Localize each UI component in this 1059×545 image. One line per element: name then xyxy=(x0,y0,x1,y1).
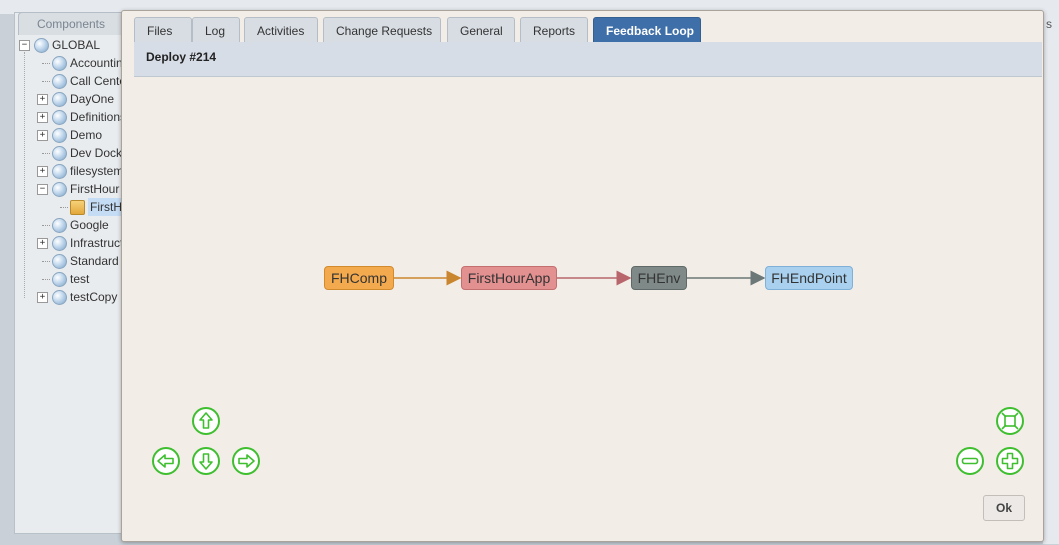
tree-guide-line xyxy=(24,52,25,298)
deploy-title: Deploy #214 xyxy=(146,50,217,64)
globe-icon xyxy=(52,272,67,287)
tree-node-label[interactable]: Demo xyxy=(70,128,103,142)
pan-down-icon[interactable] xyxy=(191,446,221,476)
tree-node-label[interactable]: FirstHour xyxy=(70,182,120,196)
subheader-bar: Deploy #214 xyxy=(134,42,1042,77)
tree-connector xyxy=(42,153,50,154)
ok-button[interactable]: Ok xyxy=(983,495,1025,521)
globe-icon xyxy=(52,146,67,161)
expand-icon[interactable]: + xyxy=(37,292,48,303)
expand-icon[interactable]: + xyxy=(37,94,48,105)
tree-node-label[interactable]: Google xyxy=(70,218,109,232)
tree-node-label[interactable]: Standard xyxy=(70,254,119,268)
graph-edges xyxy=(393,270,766,286)
tree-node-label[interactable]: Definitions xyxy=(70,110,122,124)
tree-node[interactable]: + testCopy xyxy=(18,288,122,306)
node-fhenv[interactable]: FHEnv xyxy=(631,266,687,290)
tab-log[interactable]: Log xyxy=(192,17,240,42)
tree-node[interactable]: Call Center xyxy=(18,72,122,90)
right-text-fragment: s xyxy=(1046,17,1052,31)
expand-icon[interactable]: + xyxy=(37,112,48,123)
globe-icon xyxy=(52,56,67,71)
globe-icon xyxy=(52,236,67,251)
tab-reports[interactable]: Reports xyxy=(520,17,588,42)
tree-node[interactable]: + filesystem xyxy=(18,162,122,180)
tree-connector xyxy=(42,225,50,226)
globe-icon xyxy=(52,254,67,269)
tree-node-label[interactable]: filesystem xyxy=(70,164,122,178)
node-firsthourapp[interactable]: FirstHourApp xyxy=(461,266,557,290)
zoom-out-icon[interactable] xyxy=(955,446,985,476)
app-right-strip xyxy=(1043,14,1059,544)
tree-node[interactable]: − GLOBAL xyxy=(18,36,122,54)
tree-node-label[interactable]: Call Center xyxy=(70,74,122,88)
tree-node[interactable]: + Definitions xyxy=(18,108,122,126)
tree-node[interactable]: + DayOne xyxy=(18,90,122,108)
tree-node-label[interactable]: test xyxy=(70,272,90,286)
tree-connector xyxy=(42,81,50,82)
node-fhcomp[interactable]: FHComp xyxy=(324,266,394,290)
expand-icon[interactable]: + xyxy=(37,166,48,177)
tree-node[interactable]: Dev Docker xyxy=(18,144,122,162)
globe-icon xyxy=(52,164,67,179)
collapse-icon[interactable]: − xyxy=(19,40,30,51)
tree-node[interactable]: Standard xyxy=(18,252,122,270)
node-fhendpoint[interactable]: FHEndPoint xyxy=(765,266,853,290)
globe-icon xyxy=(52,110,67,125)
pan-left-icon[interactable] xyxy=(151,446,181,476)
component-tree: − GLOBAL AccountingCall Center + DayOne + Defi… xyxy=(18,36,122,306)
expand-icon[interactable]: + xyxy=(37,130,48,141)
globe-icon xyxy=(34,38,49,53)
collapse-icon[interactable]: − xyxy=(37,184,48,195)
components-tab[interactable]: Components xyxy=(18,12,124,35)
fit-to-screen-icon[interactable] xyxy=(995,406,1025,436)
tab-change-requests[interactable]: Change Requests xyxy=(323,17,441,42)
tree-node-label[interactable]: GLOBAL xyxy=(52,38,101,52)
tree-node[interactable]: + Infrastructure xyxy=(18,234,122,252)
tree-node[interactable]: + Demo xyxy=(18,126,122,144)
tree-node-label[interactable]: Dev Docker xyxy=(70,146,122,160)
globe-icon xyxy=(52,218,67,233)
tree-node[interactable]: − FirstHour xyxy=(18,180,122,198)
pan-up-icon[interactable] xyxy=(191,406,221,436)
tree-connector xyxy=(42,279,50,280)
tree-node[interactable]: Accounting xyxy=(18,54,122,72)
application-icon xyxy=(70,200,85,215)
tree-connector xyxy=(42,63,50,64)
tab-files[interactable]: Files xyxy=(134,17,192,42)
globe-icon xyxy=(52,74,67,89)
pan-right-icon[interactable] xyxy=(231,446,261,476)
tree-node-label[interactable]: Infrastructure xyxy=(70,236,122,250)
tree-node-label[interactable]: testCopy xyxy=(70,290,118,304)
tree-connector xyxy=(60,207,68,208)
globe-icon xyxy=(52,290,67,305)
tab-activities[interactable]: Activities xyxy=(244,17,318,42)
globe-icon xyxy=(52,128,67,143)
tree-connector xyxy=(42,261,50,262)
tab-feedback-loop[interactable]: Feedback Loop xyxy=(593,17,701,42)
tree-node[interactable]: FirstHourApp xyxy=(18,198,122,216)
expand-icon[interactable]: + xyxy=(37,238,48,249)
tree-node[interactable]: Google xyxy=(18,216,122,234)
tab-general[interactable]: General xyxy=(447,17,515,42)
zoom-in-icon[interactable] xyxy=(995,446,1025,476)
tree-node[interactable]: test xyxy=(18,270,122,288)
globe-icon xyxy=(52,92,67,107)
feedback-loop-canvas[interactable]: FHComp FirstHourApp FHEnv FHEndPoint xyxy=(134,77,1042,497)
tree-node-label[interactable]: FirstHourApp xyxy=(88,198,122,216)
tree-node-label[interactable]: DayOne xyxy=(70,92,115,106)
tree-node-label[interactable]: Accounting xyxy=(70,56,122,70)
globe-icon xyxy=(52,182,67,197)
